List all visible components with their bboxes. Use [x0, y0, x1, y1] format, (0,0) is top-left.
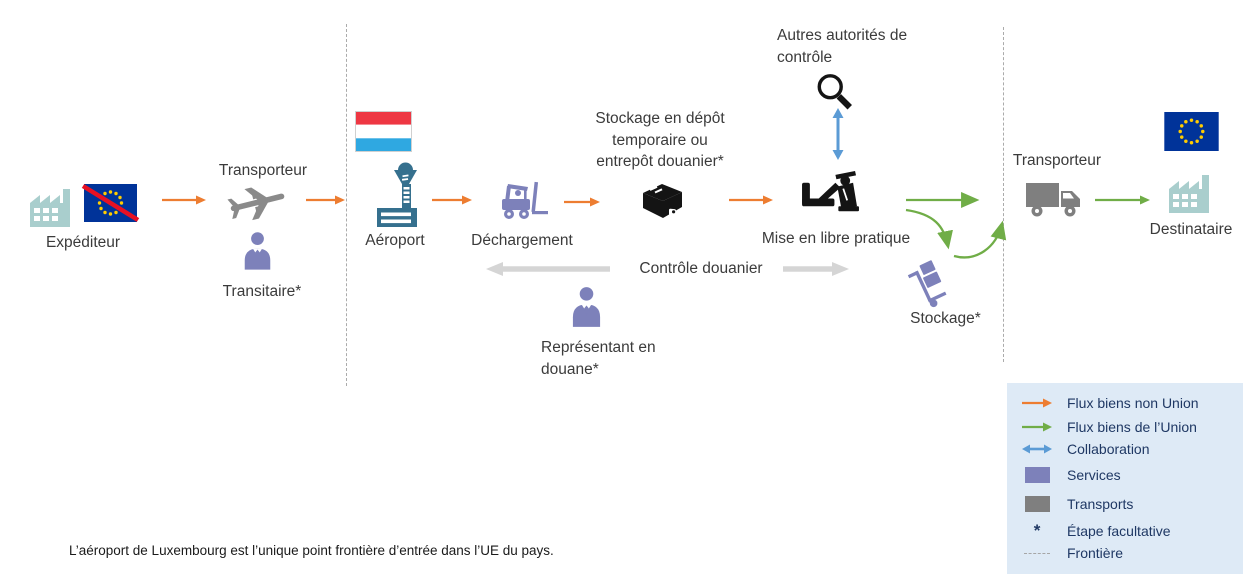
blue-double-arrow-icon — [1022, 444, 1052, 454]
dashed-line-icon — [1024, 552, 1050, 554]
orange-flow-arrow — [729, 195, 773, 205]
transitaire-label: Transitaire* — [222, 283, 302, 300]
controle-douanier-right-arrow — [783, 262, 849, 276]
eu-flag-crossed-icon — [81, 184, 140, 222]
legend-item-flux-non-union: Flux biens non Union — [1007, 393, 1199, 413]
mise-en-libre-pratique-label: Mise en libre pratique — [761, 230, 911, 247]
legend-item-services: Services — [1007, 465, 1121, 485]
stockage-label: Stockage* — [910, 310, 981, 327]
magnifier-icon — [817, 74, 852, 110]
asterisk-icon: * — [1033, 521, 1041, 540]
airplane-icon — [227, 187, 285, 221]
orange-arrow-icon — [1022, 398, 1052, 408]
legend-item-frontiere: Frontière — [1007, 543, 1123, 563]
forklift-icon — [502, 181, 548, 219]
autres-autorites-label: Autres autorités de contrôle — [777, 27, 908, 66]
legend-item-transports: Transports — [1007, 494, 1133, 514]
collaboration-double-arrow — [832, 108, 844, 160]
airport-tower-icon — [377, 162, 417, 227]
transports-square-icon — [1024, 496, 1050, 512]
aeroport-label: Aéroport — [365, 232, 425, 249]
green-flow-arrow — [1095, 195, 1150, 205]
transporteur-amont-label: Transporteur — [218, 162, 308, 179]
green-flow-arrows — [905, 191, 1007, 259]
legend-item-label: Flux biens de l’Union — [1067, 419, 1197, 435]
dechargement-label: Déchargement — [471, 232, 573, 249]
legend: Flux biens non Union Flux biens de l’Uni… — [1007, 383, 1243, 574]
legend-item-flux-union: Flux biens de l’Union — [1007, 417, 1197, 437]
factory-icon — [1169, 175, 1209, 213]
frontier-line-left — [346, 24, 347, 386]
stockage-depot-label: Stockage en dépôt temporaire ou entrepôt… — [595, 110, 725, 170]
legend-item-collaboration: Collaboration — [1007, 439, 1150, 459]
frontier-line-right — [1003, 27, 1004, 362]
green-arrow-icon — [1022, 422, 1052, 432]
legend-item-label: Flux biens non Union — [1067, 395, 1199, 411]
controle-douanier-label: Contrôle douanier — [639, 260, 763, 277]
representant-douane-label: Représentant en douane* — [541, 339, 656, 378]
destinataire-label: Destinataire — [1149, 221, 1233, 238]
footnote: L’aéroport de Luxembourg est l’unique po… — [69, 543, 554, 558]
hand-truck-icon — [907, 260, 947, 308]
factory-icon — [30, 189, 70, 227]
luxembourg-flag-icon — [355, 111, 412, 152]
legend-item-label: Services — [1067, 467, 1121, 483]
transporteur-aval-label: Transporteur — [1012, 152, 1102, 169]
orange-flow-arrow — [564, 197, 600, 207]
orange-flow-arrow — [162, 195, 206, 205]
services-square-icon — [1024, 467, 1050, 483]
truck-icon — [1026, 183, 1080, 217]
legend-item-etape-facultative: * Étape facultative — [1007, 521, 1171, 541]
parcel-box-icon — [643, 184, 682, 218]
legend-item-label: Transports — [1067, 496, 1134, 512]
expediteur-label: Expéditeur — [45, 234, 121, 251]
legend-item-label: Collaboration — [1067, 441, 1150, 457]
orange-flow-arrow — [432, 195, 472, 205]
orange-flow-arrow — [306, 195, 345, 205]
controle-douanier-left-arrow — [486, 262, 610, 276]
legend-item-label: Étape facultative — [1067, 523, 1171, 539]
customs-officer-icon — [802, 170, 859, 212]
legend-item-label: Frontière — [1067, 545, 1124, 561]
transitaire-person-icon — [244, 232, 271, 270]
representant-person-icon — [572, 287, 601, 327]
eu-flag-icon — [1164, 112, 1219, 151]
